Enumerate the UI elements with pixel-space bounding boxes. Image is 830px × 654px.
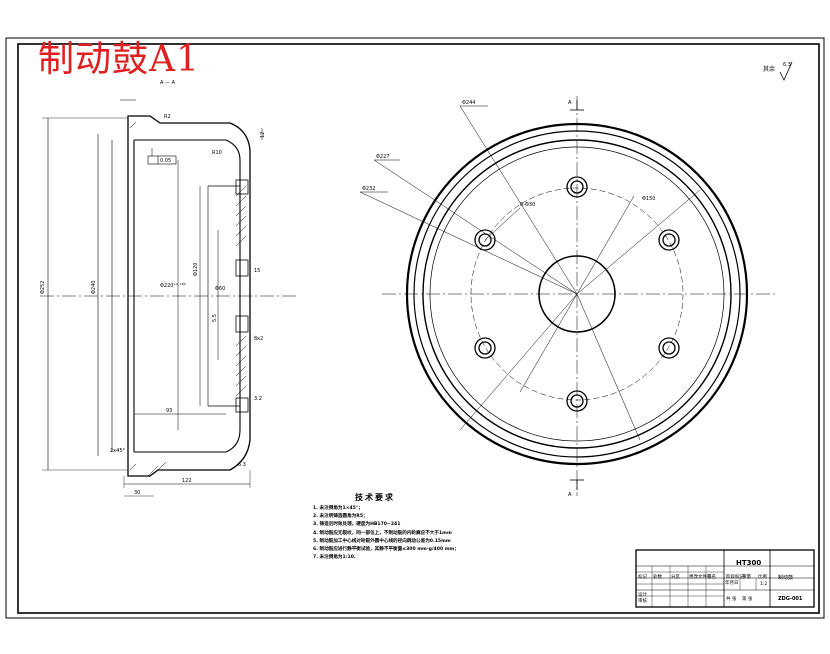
tech-note-item: 4. 制动鼓应无裂纹，同一部位上，不制动鼓的内轮廓应不大于1mm [313,530,452,536]
dim-bolt-holes: 6-Φ30 [520,202,535,208]
dim-3-2: 3.2 [254,396,262,402]
dim-15: 15 [254,268,260,274]
dim-bottom-ra: 6.3 [238,462,246,468]
dim-8x2: 8x2 [254,336,263,342]
drum-inner-outline [134,139,241,453]
title-cell: 年月日 [725,581,739,586]
part-name: 制动鼓 [778,575,794,581]
dim-phi-drum: Φ220⁺⁰·¹⁸⁵ [160,283,186,289]
dim-phi-227: Φ227 [376,154,389,160]
tech-note-item: 7. 未注倒角为1:10. [313,555,356,561]
tolerance-frame-value: 0.05 [160,158,171,164]
drawing-number: ZDG-001 [778,596,803,602]
outer-rim [405,122,749,466]
outer-border [5,37,825,619]
tech-note-item: 2. 未注明铸造圆角为R5； [313,514,368,520]
scale-value: 1:2 [760,582,768,587]
dim-phi-hub: Φ120 [193,263,199,276]
drawing-stamp: 制动鼓A1 [38,39,200,80]
dim-r2: R2 [164,114,171,120]
section-marker-top: A [568,100,572,106]
title-cell: 共 张 [726,597,737,602]
section-marker-bottom: A [568,492,572,498]
tech-note-item: 3. 铸造后时效处理，硬度为HB170~241 [313,522,401,528]
dim-phi-244: Φ244 [462,100,475,106]
tech-notes-title: 技术要求 [355,493,395,502]
title-cell: 比例 [758,575,767,580]
designer-label: 设计 [638,593,647,598]
tech-note-item: 1. 未注倒角为1×45°； [313,506,363,511]
title-cell: 第 张 [742,597,753,602]
material-label: HT300 [736,559,762,567]
title-cell: 更改文件号 [689,575,712,580]
dim-phi-hub-small: Φ60 [215,286,225,292]
title-cell: 重量 [742,575,751,580]
tech-note-item: 5. 制动鼓加工中心线对轮毂外圆中心线的径向跳动公差为0.15mm [313,538,451,544]
pitch-circle [470,187,684,401]
title-cell: 签名 [707,575,716,580]
roughness-note: 其余 [763,66,776,73]
inner-border [17,43,820,614]
dim-5-5: 5.5 [212,314,218,322]
dim-phi-232: Φ232 [362,186,375,192]
dim-r10: R10 [212,150,222,156]
title-block: HT300 制动鼓 ZDG-001 1:2 标记 处数 分区 更改文件号 签名 … [636,550,814,607]
dim-12: 12 [260,132,266,138]
section-view [40,99,296,497]
dim-phi-outer: Φ252 [40,281,46,294]
dim-width-30: 30 [134,490,140,496]
bolt-holes [474,176,680,412]
title-block-lines [635,549,815,608]
hub-bore [538,255,616,333]
front-view [359,61,793,496]
checker-label: 审核 [638,599,647,604]
tech-note-item: 6. 制动鼓应进行静平衡试验，其静不平衡量≤300 mm·g/400 mm； [313,547,459,553]
dim-width-overall: 122 [182,478,192,484]
technical-requirements: 技术要求 1. 未注倒角为1×45°； 2. 未注明铸造圆角为R5； 3. 铸造… [313,492,613,562]
dim-phi-150: Φ150 [642,196,655,202]
roughness-value: 6.3 [783,62,791,68]
title-cell: 阶段标记 [726,575,744,580]
section-label: A — A [160,80,176,86]
title-cell: 分区 [671,575,680,580]
drum-shell-outline [127,115,251,477]
title-cell: 标记 [638,575,647,580]
dim-depth-93: 93 [166,408,172,414]
dim-chamfer: 2x45° [110,448,126,454]
title-cell: 处数 [653,575,662,580]
dim-phi-bore: Φ240 [91,281,97,294]
